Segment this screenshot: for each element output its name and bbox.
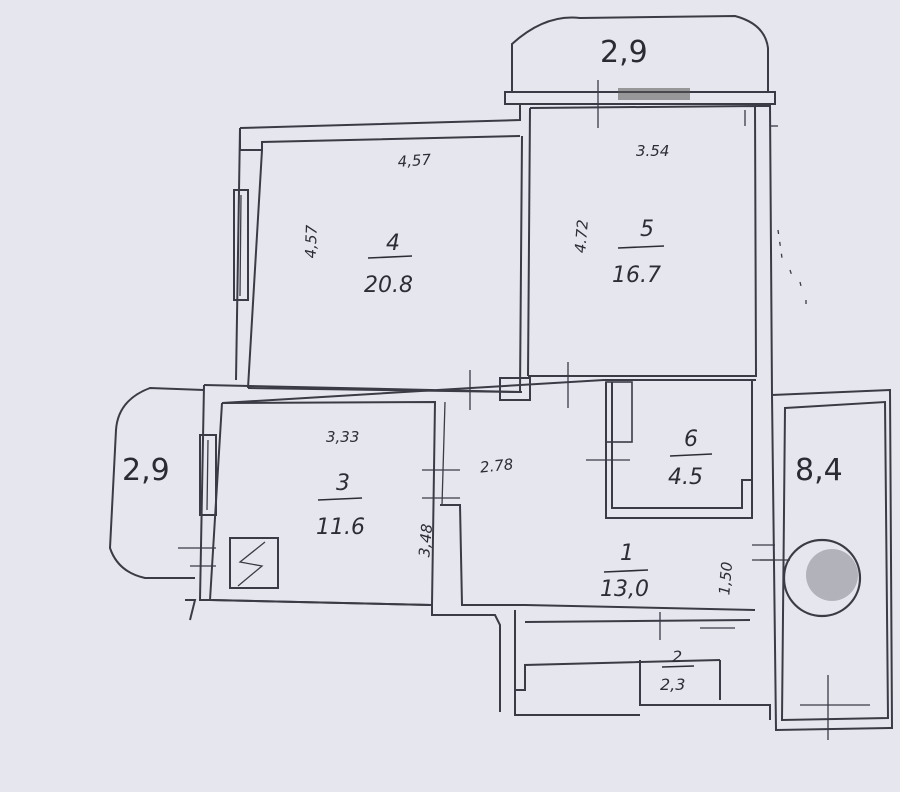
room5-area: 16.7 bbox=[612, 263, 661, 288]
room1-number: 1 bbox=[620, 541, 634, 566]
room2-divider bbox=[661, 665, 695, 668]
room3-area: 11.6 bbox=[316, 515, 365, 540]
room5-divider bbox=[617, 245, 665, 249]
room3-number: 3 bbox=[336, 471, 350, 496]
room6-number: 6 bbox=[684, 427, 698, 452]
room4-divider bbox=[367, 255, 413, 259]
room4-height-dim: 4,57 bbox=[302, 224, 321, 258]
room5-height-dim: 4.72 bbox=[571, 219, 592, 254]
room4-width-dim: 4,57 bbox=[397, 151, 432, 171]
room4-number: 4 bbox=[386, 231, 400, 256]
room2-number: 2 bbox=[672, 647, 682, 666]
hall-width-dim: 2.78 bbox=[479, 455, 514, 476]
room1-height-dim: 1,50 bbox=[715, 561, 736, 596]
room6-area: 4.5 bbox=[668, 465, 703, 490]
balcony-left-area: 2,9 bbox=[122, 453, 170, 488]
room6-divider bbox=[669, 453, 713, 457]
room3-divider bbox=[317, 497, 363, 501]
room2-area: 2,3 bbox=[660, 675, 685, 694]
room4-area: 20.8 bbox=[364, 273, 413, 298]
bathroom-area: 8,4 bbox=[795, 453, 843, 488]
balcony-top-area: 2,9 bbox=[600, 35, 648, 70]
room3-width-dim: 3,33 bbox=[326, 428, 359, 446]
room5-number: 5 bbox=[640, 217, 654, 242]
walls bbox=[108, 14, 894, 740]
room5-width-dim: 3.54 bbox=[636, 142, 669, 160]
room1-area: 13,0 bbox=[600, 577, 649, 602]
room1-divider bbox=[603, 569, 649, 573]
room3-height-dim: 3,48 bbox=[415, 523, 436, 558]
